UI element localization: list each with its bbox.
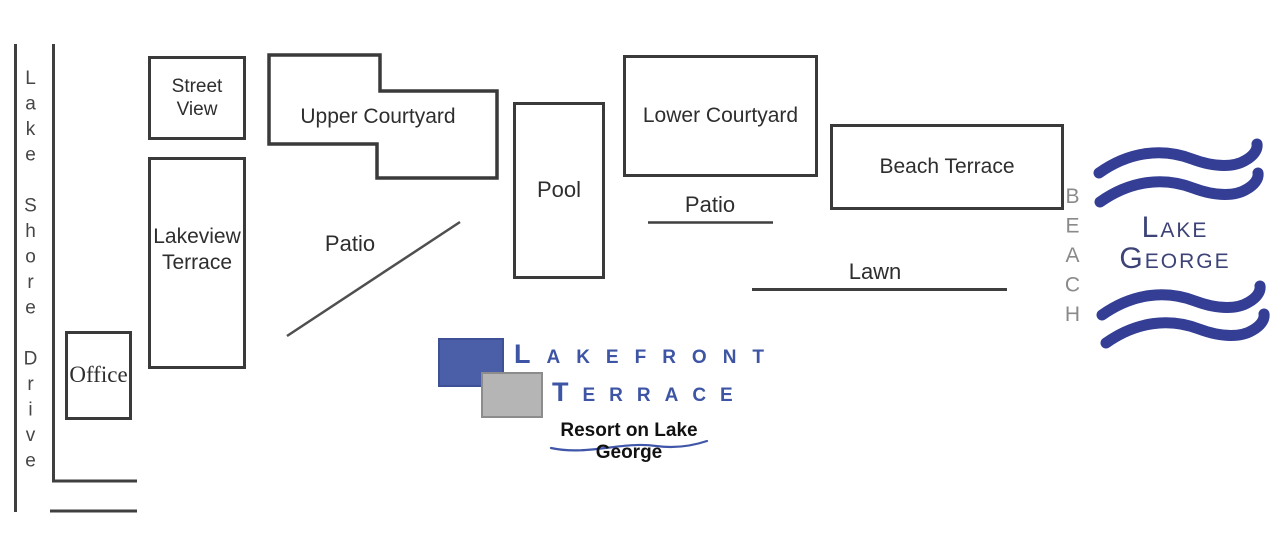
building-office-label: Office	[69, 362, 128, 388]
logo-tagline: Resort on Lake George	[560, 420, 698, 463]
logo-swoosh-underline	[549, 439, 709, 452]
lake-wave-icon	[1102, 286, 1260, 315]
building-beach-terrace: Beach Terrace	[830, 124, 1064, 210]
lake-wave-icon	[1093, 138, 1263, 179]
building-lakeview-terrace: Lakeview Terrace	[148, 157, 246, 369]
area-lawn-label: Lawn	[848, 259, 902, 284]
lake-wave-icon	[1100, 173, 1258, 202]
logo-name-line1: Lakefront	[514, 339, 781, 369]
building-beach-terrace-label: Beach Terrace	[879, 155, 1015, 179]
building-street-view-label: Street View	[171, 75, 223, 120]
building-street-view: Street View	[148, 56, 246, 140]
building-pool-label: Pool	[536, 177, 582, 203]
lake-name-line2: George	[1119, 242, 1231, 275]
lake-wave-icon	[1106, 314, 1264, 343]
beach-label: BEACH	[1061, 185, 1084, 333]
logo-name-line2: Terrace	[552, 377, 747, 407]
building-lakeview-terrace-label: Lakeview Terrace	[153, 225, 241, 274]
building-lower-courtyard-label: Lower Courtyard	[642, 104, 799, 128]
area-patio-lower-label: Patio	[684, 192, 736, 217]
area-patio-upper-label: Patio	[324, 231, 376, 256]
building-pool: Pool	[513, 102, 605, 279]
lake-name-line1: Lake	[1141, 211, 1209, 244]
road-name-label: Lake Shore Drive	[20, 68, 41, 476]
patio-diagonal-line	[286, 220, 461, 338]
building-lower-courtyard: Lower Courtyard	[623, 55, 818, 177]
building-upper-courtyard-label: Upper Courtyard	[300, 105, 456, 128]
building-office: Office	[65, 331, 132, 420]
upper-courtyard-outline	[267, 53, 499, 180]
logo-gray-square	[481, 372, 543, 418]
